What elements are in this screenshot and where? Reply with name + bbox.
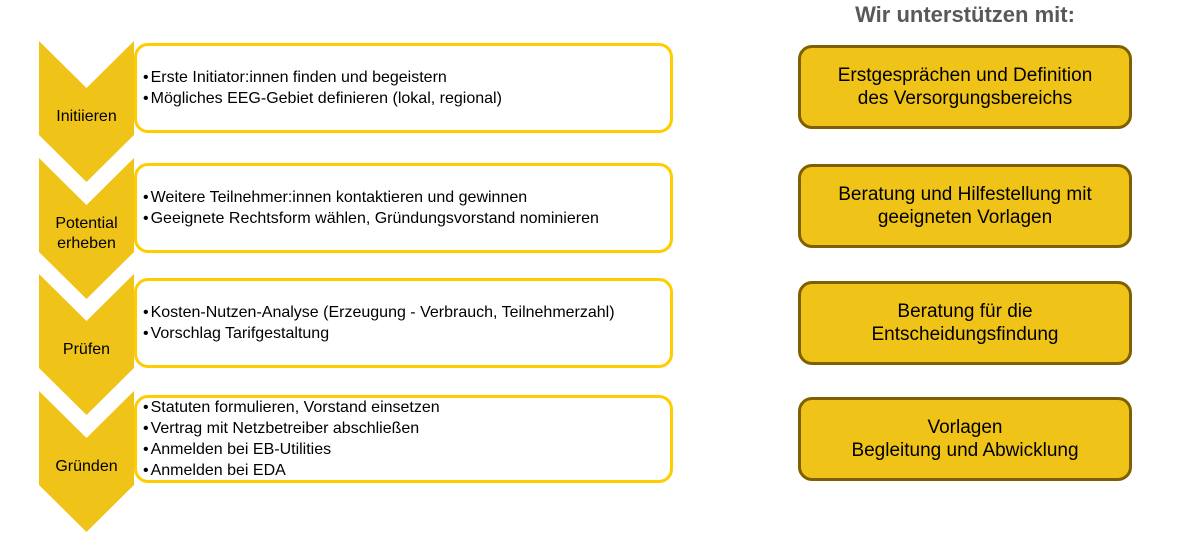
bullet-icon: • [143, 420, 149, 437]
bullet-text: Erste Initiator:innen finden und begeist… [150, 69, 447, 86]
list-item: • Weitere Teilnehmer:innen kontaktieren … [143, 187, 660, 208]
chevron-step-pruefen: Prüfen [39, 274, 134, 415]
chevron-down-arrow-icon [39, 41, 134, 182]
chevron-step-initiieren: Initiieren [39, 41, 134, 182]
step-label-initiieren: Initiieren [56, 108, 117, 125]
list-item: • Erste Initiator:innen finden und begei… [143, 67, 660, 88]
list-item: • Statuten formulieren, Vorstand einsetz… [143, 397, 660, 418]
support-box-text: Beratung und Hilfestellung mit geeignete… [838, 184, 1092, 228]
bullet-text: Mögliches EEG-Gebiet definieren (lokal, … [150, 90, 502, 107]
chevron-step-potential-erheben: Potential erheben [39, 158, 134, 299]
chevron-down-arrow-icon [39, 158, 134, 299]
chevron-down-arrow-icon [39, 391, 134, 532]
bullet-text: Vorschlag Tarifgestaltung [150, 325, 330, 342]
step-details-initiieren: • Erste Initiator:innen finden und begei… [134, 43, 673, 133]
chevron-down-arrow-icon [39, 274, 134, 415]
support-box-text: Vorlagen Begleitung und Abwicklung [851, 417, 1079, 461]
support-box-erstgespraeche: Erstgesprächen und Definition des Versor… [798, 45, 1132, 129]
bullet-text: Anmelden bei EB-Utilities [150, 441, 332, 458]
bullet-text: Anmelden bei EDA [150, 462, 286, 479]
bullet-text: Kosten-Nutzen-Analyse (Erzeugung - Verbr… [150, 304, 615, 321]
bullet-text: Statuten formulieren, Vorstand einsetzen [150, 399, 440, 416]
support-box-begleitung-abwicklung: Vorlagen Begleitung und Abwicklung [798, 397, 1132, 481]
bullet-icon: • [143, 325, 149, 342]
step-details-potential-erheben: • Weitere Teilnehmer:innen kontaktieren … [134, 163, 673, 253]
bullet-icon: • [143, 462, 149, 479]
list-item: • Anmelden bei EB-Utilities [143, 439, 660, 460]
list-item: • Mögliches EEG-Gebiet definieren (lokal… [143, 88, 660, 109]
bullet-icon: • [143, 399, 149, 416]
list-item: • Vorschlag Tarifgestaltung [143, 323, 660, 344]
list-item: • Kosten-Nutzen-Analyse (Erzeugung - Ver… [143, 302, 660, 323]
bullet-icon: • [143, 441, 149, 458]
support-box-text: Erstgesprächen und Definition des Versor… [837, 65, 1093, 109]
chevron-shape [39, 41, 134, 182]
step-label-gruenden: Gründen [55, 458, 118, 475]
support-box-beratung-vorlagen: Beratung und Hilfestellung mit geeignete… [798, 164, 1132, 248]
chevron-step-gruenden: Gründen [39, 391, 134, 532]
chevron-shape [39, 391, 134, 532]
bullet-icon: • [143, 210, 149, 227]
step-label-potential-erheben: Potential erheben [55, 215, 118, 252]
support-box-entscheidungsfindung: Beratung für die Entscheidungsfindung [798, 281, 1132, 365]
bullet-text: Vertrag mit Netzbetreiber abschließen [150, 420, 420, 437]
list-item: • Anmelden bei EDA [143, 460, 660, 481]
chevron-shape [39, 274, 134, 415]
list-item: • Geeignete Rechtsform wählen, Gründungs… [143, 208, 660, 229]
support-box-text: Beratung für die Entscheidungsfindung [871, 301, 1059, 345]
step-details-pruefen: • Kosten-Nutzen-Analyse (Erzeugung - Ver… [134, 278, 673, 368]
step-details-gruenden: • Statuten formulieren, Vorstand einsetz… [134, 395, 673, 483]
support-column-header: Wir unterstützen mit: [855, 2, 1075, 27]
bullet-icon: • [143, 304, 149, 321]
bullet-icon: • [143, 189, 149, 206]
list-item: • Vertrag mit Netzbetreiber abschließen [143, 418, 660, 439]
chevron-shape [39, 158, 134, 299]
bullet-icon: • [143, 69, 149, 86]
bullet-text: Geeignete Rechtsform wählen, Gründungsvo… [150, 210, 599, 227]
step-label-pruefen: Prüfen [62, 341, 111, 358]
bullet-icon: • [143, 90, 149, 107]
bullet-text: Weitere Teilnehmer:innen kontaktieren un… [150, 189, 528, 206]
